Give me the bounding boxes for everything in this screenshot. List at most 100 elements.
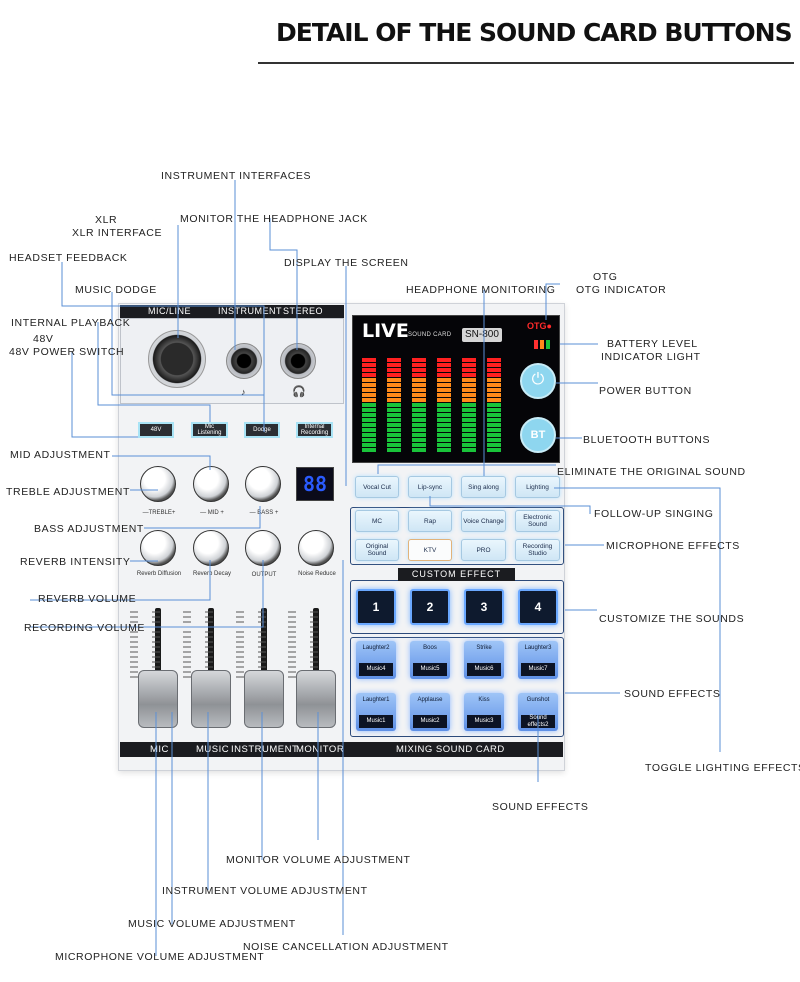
eq-segment (387, 443, 401, 447)
xlr-combo-jack[interactable] (148, 330, 206, 388)
monitor-channel-label: MONITOR (296, 744, 345, 755)
callout-indicator-light: INDICATOR LIGHT (601, 351, 701, 363)
effect-voice-change[interactable]: Voice Change (461, 510, 506, 532)
sound-pad-top-label: Laughter3 (524, 645, 552, 651)
battery-bar-1 (534, 340, 538, 349)
sing-along-button[interactable]: Sing along (461, 476, 506, 498)
bluetooth-button[interactable]: BT (520, 417, 556, 453)
lighting-button[interactable]: Lighting (515, 476, 560, 498)
effect-rap[interactable]: Rap (408, 510, 452, 532)
noise-reduce-knob[interactable] (298, 530, 334, 566)
eq-segment (437, 433, 451, 437)
sound-pad-bottom-label: Music1 (359, 715, 393, 728)
eq-segment (387, 378, 401, 382)
leader-line (144, 506, 261, 529)
eq-segment (437, 358, 451, 362)
eq-segment (462, 363, 476, 367)
mid-knob[interactable] (193, 466, 229, 502)
eq-segment (362, 428, 376, 432)
sound-pad-top-label: Laughter2 (362, 645, 390, 651)
switch-internal-recording[interactable]: Internal Recording (296, 422, 333, 438)
leader-line (429, 496, 591, 514)
leader-line (30, 560, 264, 628)
custom-pad-4[interactable]: 4 (518, 589, 558, 625)
reverb-decay-label: Reverb Decay (192, 571, 231, 577)
callout-recording-volume: RECORDING VOLUME (24, 622, 146, 634)
eq-segment (487, 373, 501, 377)
callout-power-button: POWER BUTTON (599, 385, 692, 397)
guitar-icon: ♪ (241, 387, 246, 397)
callout-headset-feedback: HEADSET FEEDBACK (9, 252, 128, 264)
music-fader[interactable] (191, 670, 231, 728)
callout-eliminate-original: ELIMINATE THE ORIGINAL SOUND (557, 466, 746, 478)
custom-pad-3[interactable]: 3 (464, 589, 504, 625)
sound-pad-top-label: Gunshot (526, 697, 550, 703)
eq-segment (487, 388, 501, 392)
switch-mic-listening[interactable]: Mic Listening (191, 422, 228, 438)
eq-segment (387, 403, 401, 407)
eq-segment (437, 363, 451, 367)
custom-pad-2[interactable]: 2 (410, 589, 450, 625)
callout-treble-adjustment: TREBLE ADJUSTMENT (6, 486, 130, 498)
eq-segment (462, 413, 476, 417)
instrument-channel-label: INSTRUMENT (231, 744, 299, 755)
effect-recording-studio[interactable]: Recording Studio (515, 539, 560, 561)
custom-pad-1[interactable]: 1 (356, 589, 396, 625)
effect-ktv[interactable]: KTV (408, 539, 452, 561)
switch-dodge[interactable]: Dodge (244, 422, 280, 438)
instrument-jack[interactable] (226, 343, 262, 379)
eq-segment (387, 388, 401, 392)
screen-subtitle: SOUND CARD (408, 332, 452, 338)
callout-mid-adjustment: MID ADJUSTMENT (10, 449, 111, 461)
eq-segment (487, 418, 501, 422)
switch-48v[interactable]: 48V (138, 422, 174, 438)
callout-reverb-volume: REVERB VOLUME (38, 593, 137, 605)
effect-original-sound[interactable]: Original Sound (355, 539, 399, 561)
bass-knob[interactable] (245, 466, 281, 502)
eq-segment (387, 368, 401, 372)
eq-segment (412, 448, 426, 452)
eq-segment (387, 423, 401, 427)
callout-microphone-volume: MICROPHONE VOLUME ADJUSTMENT (55, 951, 265, 963)
eq-segment (462, 378, 476, 382)
eq-segment (462, 408, 476, 412)
treble-knob-label: —TREBLE+ (142, 510, 176, 516)
eq-segment (462, 423, 476, 427)
monitor-fader[interactable] (296, 670, 336, 728)
mic-fader[interactable] (138, 670, 178, 728)
vocal-cut-button[interactable]: Vocal Cut (355, 476, 399, 498)
eq-segment (437, 448, 451, 452)
effect-pro[interactable]: PRO (461, 539, 506, 561)
effect-electronic-sound[interactable]: Electronic Sound (515, 510, 560, 532)
reverb-decay-knob[interactable] (193, 530, 229, 566)
eq-segment (412, 383, 426, 387)
power-icon[interactable]: ⏻ (520, 363, 556, 399)
treble-knob[interactable] (140, 466, 176, 502)
screen-model: SN-800 (462, 328, 502, 342)
screen-brand: LIVE (362, 320, 409, 342)
eq-segment (437, 373, 451, 377)
eq-segment (437, 443, 451, 447)
eq-segment (487, 423, 501, 427)
effect-mc[interactable]: MC (355, 510, 399, 532)
headphone-jack[interactable] (280, 343, 316, 379)
eq-segment (462, 418, 476, 422)
instrument-fader[interactable] (244, 670, 284, 728)
instrument-fader-track (261, 608, 267, 688)
reverb-diffusion-knob[interactable] (140, 530, 176, 566)
eq-segment (412, 443, 426, 447)
otg-indicator: OTG● (527, 321, 552, 331)
sound-pad-bottom-label: Music4 (359, 663, 393, 676)
sound-pad-bottom-label: Music6 (467, 663, 501, 676)
monitor-fader-track (313, 608, 319, 688)
eq-segment (437, 413, 451, 417)
eq-segment (412, 433, 426, 437)
leader-line (269, 218, 298, 350)
